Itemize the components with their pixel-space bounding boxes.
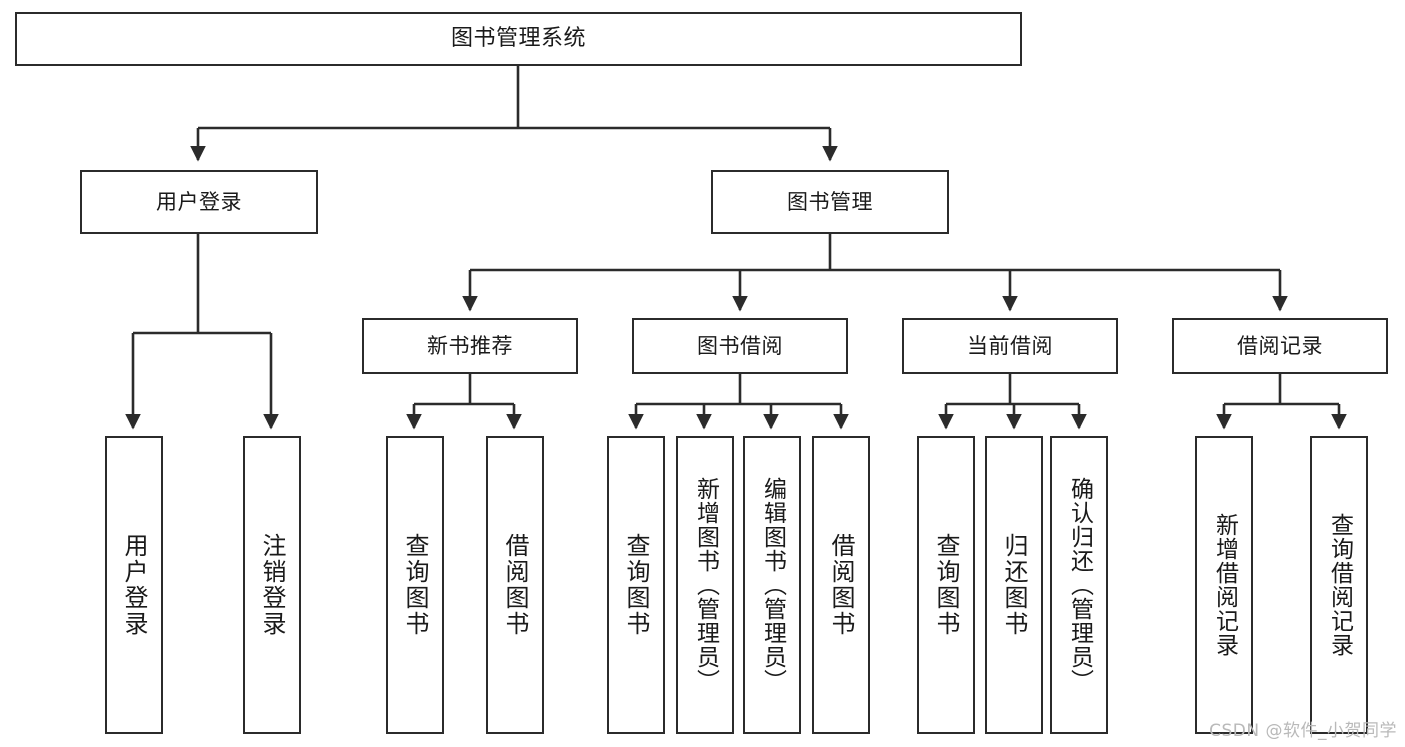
leaf-borrow-edit-book[interactable]: 编辑图书（管理员） [743,436,801,734]
leaf-current-confirm-return-label: 确认归还（管理员） [1066,477,1093,693]
leaf-user-logout[interactable]: 注销登录 [243,436,301,734]
node-borrow-record[interactable]: 借阅记录 [1172,318,1388,374]
leaf-borrow-add-book-label: 新增图书（管理员） [692,477,719,693]
watermark: CSDN @软件_小贺同学 [1209,721,1397,741]
node-root[interactable]: 图书管理系统 [15,12,1022,66]
leaf-borrow-edit-book-label: 编辑图书（管理员） [759,477,786,693]
leaf-current-confirm-return[interactable]: 确认归还（管理员） [1050,436,1108,734]
node-new-book-recommend-label: 新书推荐 [427,333,513,358]
leaf-current-return-book-label: 归还图书 [1000,533,1028,637]
node-root-label: 图书管理系统 [450,26,586,52]
leaf-user-login[interactable]: 用户登录 [105,436,163,734]
node-book-management-label: 图书管理 [787,189,873,214]
node-borrow-record-label: 借阅记录 [1237,333,1323,358]
leaf-record-add-record[interactable]: 新增借阅记录 [1195,436,1253,734]
leaf-record-query-record[interactable]: 查询借阅记录 [1310,436,1368,734]
leaf-borrow-query-book-label: 查询图书 [622,533,650,637]
leaf-newbook-borrow-book-label: 借阅图书 [501,533,529,637]
leaf-newbook-borrow-book[interactable]: 借阅图书 [486,436,544,734]
leaf-borrow-add-book[interactable]: 新增图书（管理员） [676,436,734,734]
leaf-borrow-borrow-book-label: 借阅图书 [827,533,855,637]
leaf-record-query-record-label: 查询借阅记录 [1326,513,1353,657]
leaf-current-query-book-label: 查询图书 [932,533,960,637]
leaf-newbook-query-book[interactable]: 查询图书 [386,436,444,734]
leaf-borrow-borrow-book[interactable]: 借阅图书 [812,436,870,734]
leaf-current-query-book[interactable]: 查询图书 [917,436,975,734]
node-user-login-label: 用户登录 [156,189,242,214]
node-book-borrow-label: 图书借阅 [697,333,783,358]
leaf-user-login-label: 用户登录 [120,533,148,637]
node-book-management[interactable]: 图书管理 [711,170,949,234]
node-new-book-recommend[interactable]: 新书推荐 [362,318,578,374]
node-current-borrow-label: 当前借阅 [967,333,1053,358]
leaf-user-logout-label: 注销登录 [258,533,286,637]
leaf-borrow-query-book[interactable]: 查询图书 [607,436,665,734]
node-current-borrow[interactable]: 当前借阅 [902,318,1118,374]
node-user-login[interactable]: 用户登录 [80,170,318,234]
leaf-record-add-record-label: 新增借阅记录 [1211,513,1238,657]
leaf-newbook-query-book-label: 查询图书 [401,533,429,637]
leaf-current-return-book[interactable]: 归还图书 [985,436,1043,734]
node-book-borrow[interactable]: 图书借阅 [632,318,848,374]
